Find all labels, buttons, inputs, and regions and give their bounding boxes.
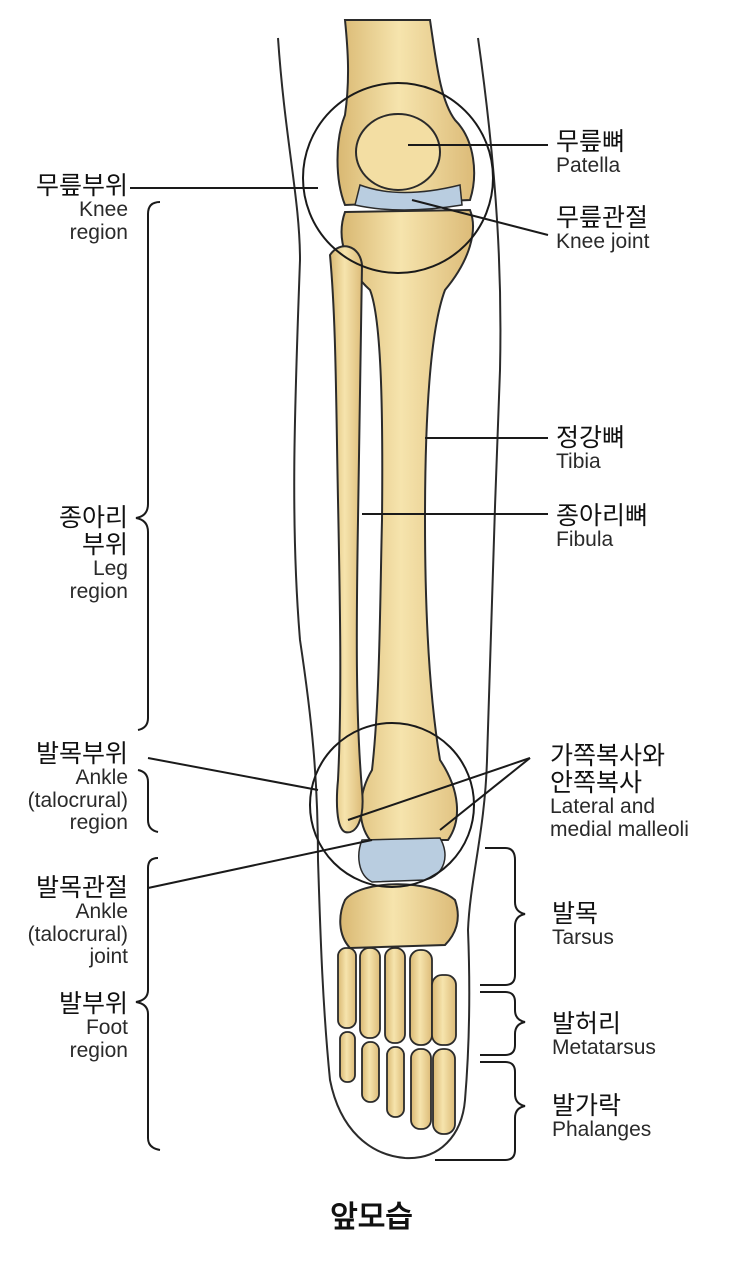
label-malleoli-ko1: 가쪽복사와 (550, 741, 666, 770)
label-phalanges-ko: 발가락 (552, 1091, 622, 1120)
label-leg-region-en2: region (69, 579, 128, 603)
label-metatarsus: 발허리 Metatarsus (552, 1010, 656, 1060)
label-leg-region-ko2: 부위 (81, 530, 128, 559)
label-ankle-region-en1: Ankle (75, 766, 128, 789)
ankle-circle (309, 722, 475, 888)
label-ankle-joint-ko: 발목관절 (35, 873, 128, 902)
label-patella-ko: 무릎뼈 (556, 127, 626, 156)
label-knee-region-ko: 무릎부위 (35, 171, 128, 200)
label-patella: 무릎뼈 Patella (556, 128, 625, 178)
label-malleoli-en1: Lateral and (550, 795, 656, 818)
label-tibia-en: Tibia (556, 450, 601, 473)
label-malleoli-en2: medial malleoli (550, 817, 689, 841)
label-malleoli: 가쪽복사와 안쪽복사 Lateral and medial malleoli (550, 742, 689, 841)
label-ankle-region: 발목부위 Ankle (talocrural) region (28, 740, 128, 835)
left-leaders (130, 187, 373, 889)
label-malleoli-ko2: 안쪽복사 (550, 768, 643, 797)
fibula-bone (328, 245, 364, 834)
label-tarsus-en: Tarsus (552, 926, 614, 949)
label-phalanges-en: Phalanges (552, 1118, 652, 1141)
tarsal-bones (339, 883, 459, 950)
label-leg-region-ko1: 종아리 (58, 503, 128, 532)
label-tibia: 정강뼈 Tibia (556, 424, 625, 474)
patella-bone (355, 113, 441, 191)
left-braces (135, 201, 161, 1151)
label-metatarsus-ko: 발허리 (552, 1009, 622, 1038)
label-foot-region-ko: 발부위 (58, 989, 128, 1018)
label-leg-region: 종아리 부위 Leg region (59, 504, 128, 603)
knee-cartilage (354, 184, 463, 211)
label-ankle-region-ko: 발목부위 (35, 739, 128, 768)
label-knee-region-en1: Knee (78, 198, 128, 221)
label-foot-region-en1: Foot (85, 1016, 128, 1039)
tibia-bone (340, 208, 474, 841)
right-brackets (435, 847, 526, 1161)
label-fibula: 종아리뼈 Fibula (556, 502, 648, 552)
right-leaders (347, 144, 549, 831)
foot-rays (337, 947, 457, 1135)
label-ankle-joint-en2: (talocrural) (27, 922, 128, 946)
label-knee-joint: 무릎관절 Knee joint (556, 204, 649, 254)
label-ankle-region-en2: (talocrural) (27, 788, 128, 812)
label-phalanges: 발가락 Phalanges (552, 1092, 651, 1142)
label-knee-region: 무릎부위 Knee region (36, 172, 128, 244)
label-fibula-ko: 종아리뼈 (556, 501, 649, 530)
label-knee-region-en2: region (69, 220, 128, 244)
label-knee-joint-ko: 무릎관절 (556, 203, 649, 232)
label-tarsus: 발목 Tarsus (552, 900, 614, 950)
knee-circle (302, 82, 494, 274)
label-tibia-ko: 정강뼈 (556, 423, 626, 452)
label-ankle-joint-en3: joint (89, 945, 128, 969)
label-metatarsus-en: Metatarsus (552, 1036, 656, 1059)
label-ankle-joint: 발목관절 Ankle (talocrural) joint (28, 874, 128, 969)
label-leg-region-en1: Leg (92, 557, 128, 580)
label-ankle-joint-en1: Ankle (75, 900, 128, 923)
label-foot-region-en2: region (69, 1038, 128, 1062)
label-knee-joint-en: Knee joint (556, 230, 650, 253)
figure-caption: 앞모습 (330, 1200, 413, 1235)
label-patella-en: Patella (556, 154, 621, 177)
label-fibula-en: Fibula (556, 528, 614, 551)
label-tarsus-ko: 발목 (552, 899, 599, 928)
label-ankle-region-en3: region (69, 811, 128, 835)
label-foot-region: 발부위 Foot region (59, 990, 128, 1062)
